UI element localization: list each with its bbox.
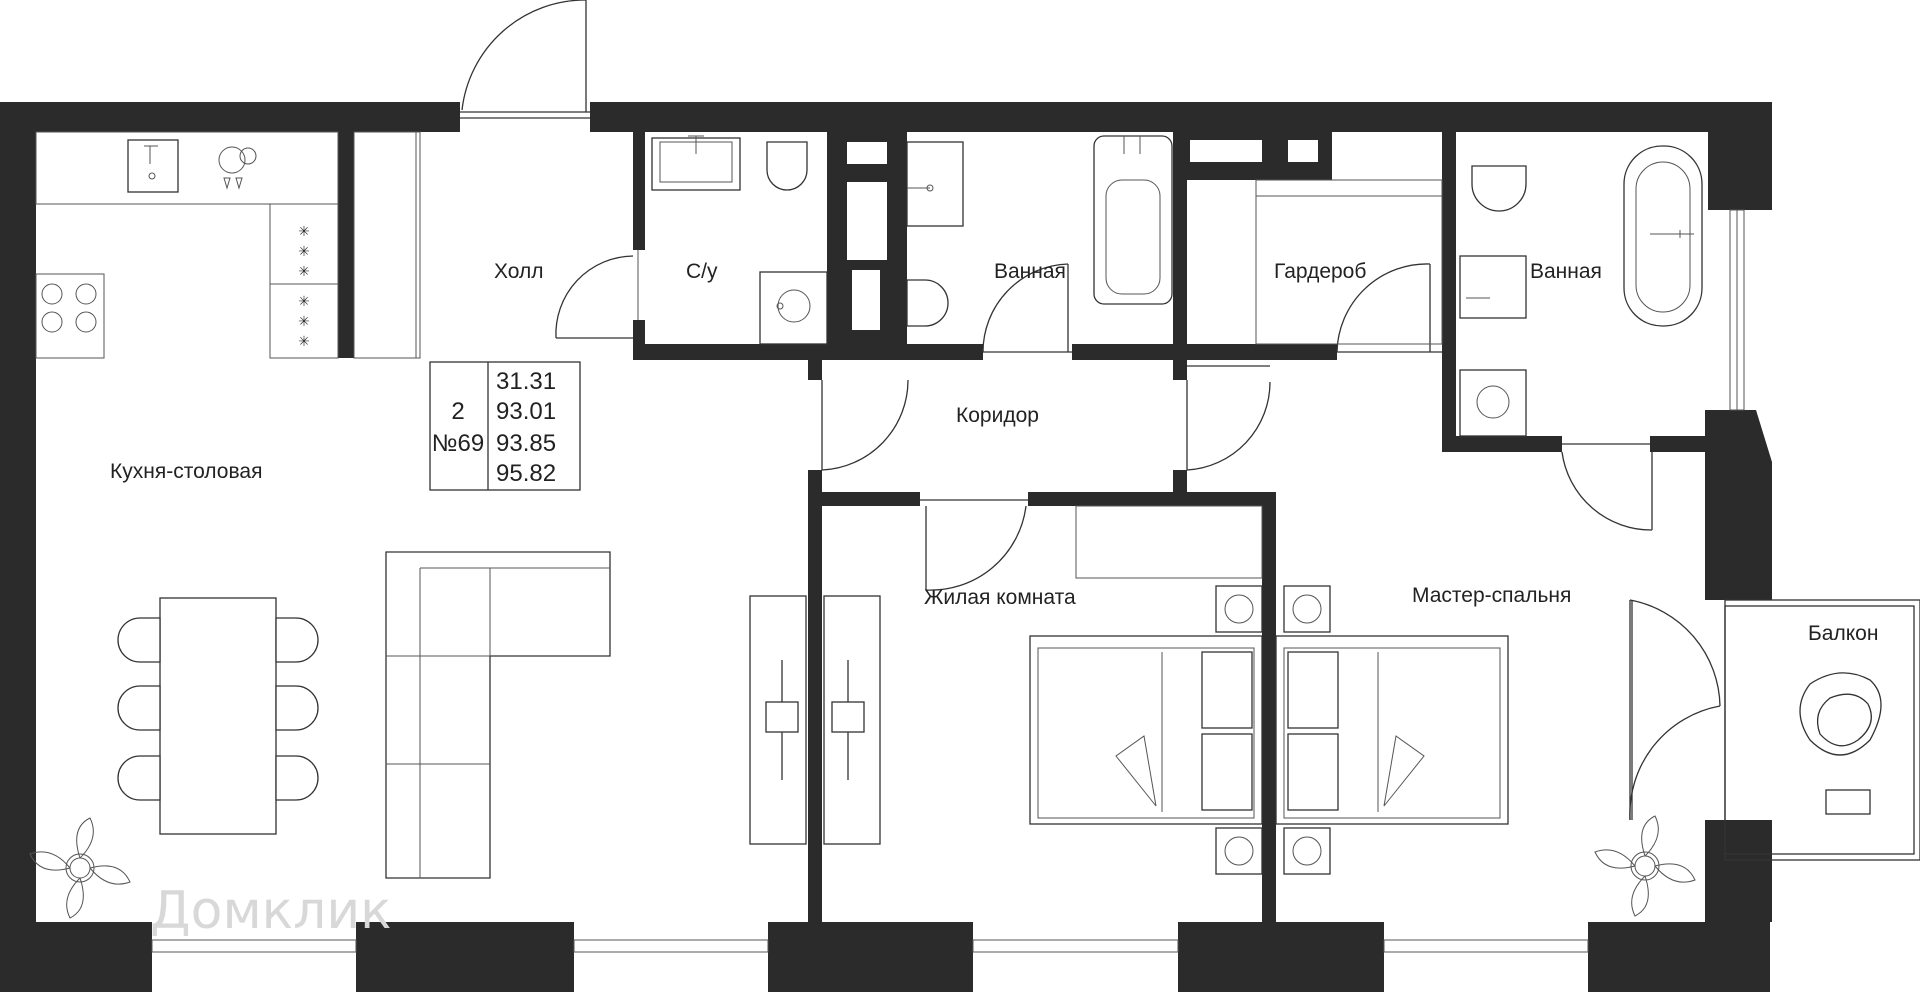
room-label-hall: Холл <box>494 260 544 283</box>
svg-text:✳: ✳ <box>298 243 310 259</box>
bath2-fixtures <box>1459 145 1703 437</box>
room-label-master: Мастер-спальня <box>1412 584 1571 607</box>
room-label-bath2: Ванная <box>1530 260 1602 283</box>
svg-text:✳: ✳ <box>298 293 310 309</box>
wardrobe-fixtures <box>1255 179 1443 345</box>
dining-chairs <box>117 617 319 801</box>
walls <box>0 102 1772 992</box>
balcony-area <box>1724 599 1920 861</box>
kitchen-furniture: ✳ ✳ ✳ ✳ ✳ ✳ <box>29 131 611 919</box>
master-furniture <box>1275 585 1696 917</box>
plant-icon <box>1594 815 1696 917</box>
room-label-bath1: Ванная <box>994 260 1066 283</box>
room-label-wardrobe: Гардероб <box>1274 260 1366 283</box>
plant-icon <box>29 817 131 919</box>
room-label-balcony: Балкон <box>1808 622 1878 645</box>
rooms-count: 2 <box>451 398 464 425</box>
area-value: 93.01 <box>496 398 556 425</box>
svg-text:✳: ✳ <box>298 313 310 329</box>
svg-text:✳: ✳ <box>298 223 310 239</box>
room-label-wc: С/у <box>686 260 718 283</box>
svg-text:✳: ✳ <box>298 263 310 279</box>
apartment-info-box: 2 №69 31.31 93.01 93.85 95.82 <box>429 361 581 491</box>
bath1-fixtures <box>906 135 1173 327</box>
windows <box>151 209 1745 953</box>
apartment-number: №69 <box>432 430 484 457</box>
area-value: 31.31 <box>496 368 556 395</box>
room-label-living: Жилая комната <box>924 586 1076 609</box>
area-value: 93.85 <box>496 430 556 457</box>
area-value: 95.82 <box>496 460 556 487</box>
svg-text:✳: ✳ <box>298 333 310 349</box>
room-label-kitchen: Кухня-столовая <box>110 460 262 483</box>
room-label-corridor: Коридор <box>956 404 1039 427</box>
watermark-logo: Домклик <box>150 881 392 941</box>
wc-fixtures <box>651 135 828 345</box>
living-furniture <box>749 505 1263 875</box>
room-labels: Кухня-столовая Холл С/у Ванная Гардероб … <box>110 260 1878 645</box>
doors <box>460 0 1721 821</box>
